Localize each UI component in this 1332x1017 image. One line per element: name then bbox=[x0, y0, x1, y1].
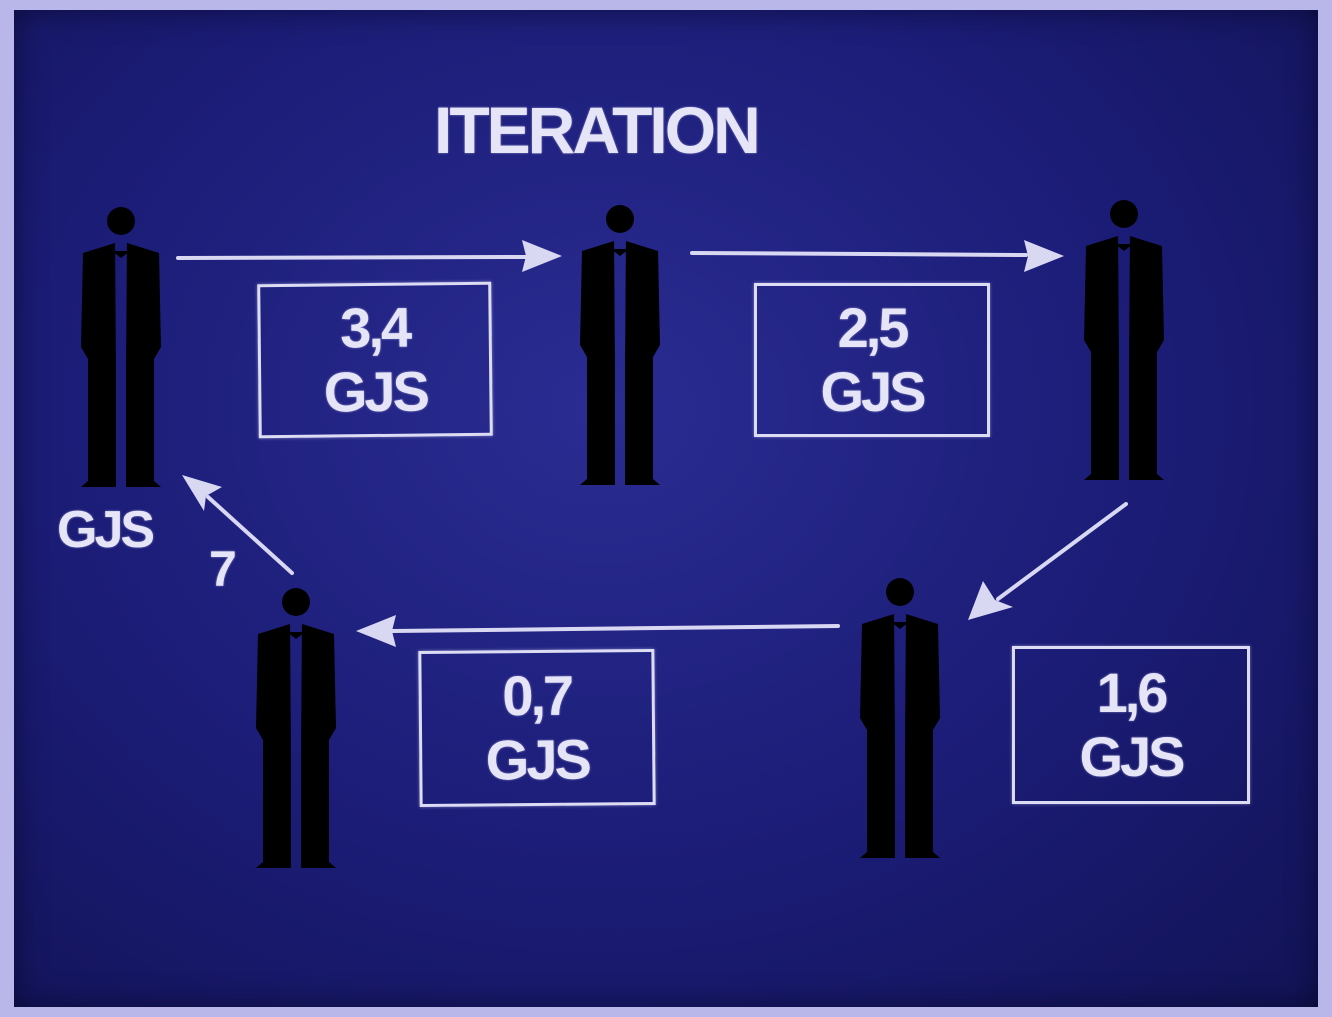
return-arrow-label: 7 bbox=[209, 541, 237, 597]
diagram-canvas bbox=[81, 200, 1164, 868]
value-box-2-to-3: 2,5 GJS bbox=[754, 283, 990, 437]
arrow-icon-5-to-1 bbox=[182, 475, 294, 575]
box-value: 2,5 bbox=[837, 296, 910, 359]
box-unit: GJS bbox=[820, 360, 926, 423]
start-person-label: GJS bbox=[57, 501, 155, 559]
person-icon-2 bbox=[580, 205, 660, 485]
arrow-icon-3-to-4 bbox=[968, 502, 1128, 620]
value-box-1-to-2: 3,4 GJS bbox=[257, 281, 493, 439]
box-value: 0,7 bbox=[502, 663, 572, 728]
box-unit: GJS bbox=[323, 359, 428, 424]
person-icon-1 bbox=[81, 207, 161, 487]
value-box-3-to-4: 1,6 GJS bbox=[1012, 646, 1250, 804]
person-icon-4 bbox=[860, 578, 940, 858]
arrow-icon-1-to-2 bbox=[176, 240, 562, 272]
box-value: 1,6 bbox=[1096, 661, 1169, 724]
box-unit: GJS bbox=[485, 727, 590, 792]
box-unit: GJS bbox=[1079, 725, 1185, 788]
diagram-title: ITERATION bbox=[434, 93, 761, 167]
value-box-4-to-5: 0,7 GJS bbox=[418, 648, 656, 808]
person-icon-5 bbox=[256, 588, 336, 868]
slide: ITERATION 3,4 GJS 2,5 GJS 0,7 GJS 1,6 GJ… bbox=[14, 10, 1318, 1007]
person-icon-3 bbox=[1084, 200, 1164, 480]
arrow-icon-2-to-3 bbox=[690, 240, 1064, 272]
box-value: 3,4 bbox=[339, 295, 410, 360]
arrow-icon-4-to-5 bbox=[356, 615, 840, 647]
